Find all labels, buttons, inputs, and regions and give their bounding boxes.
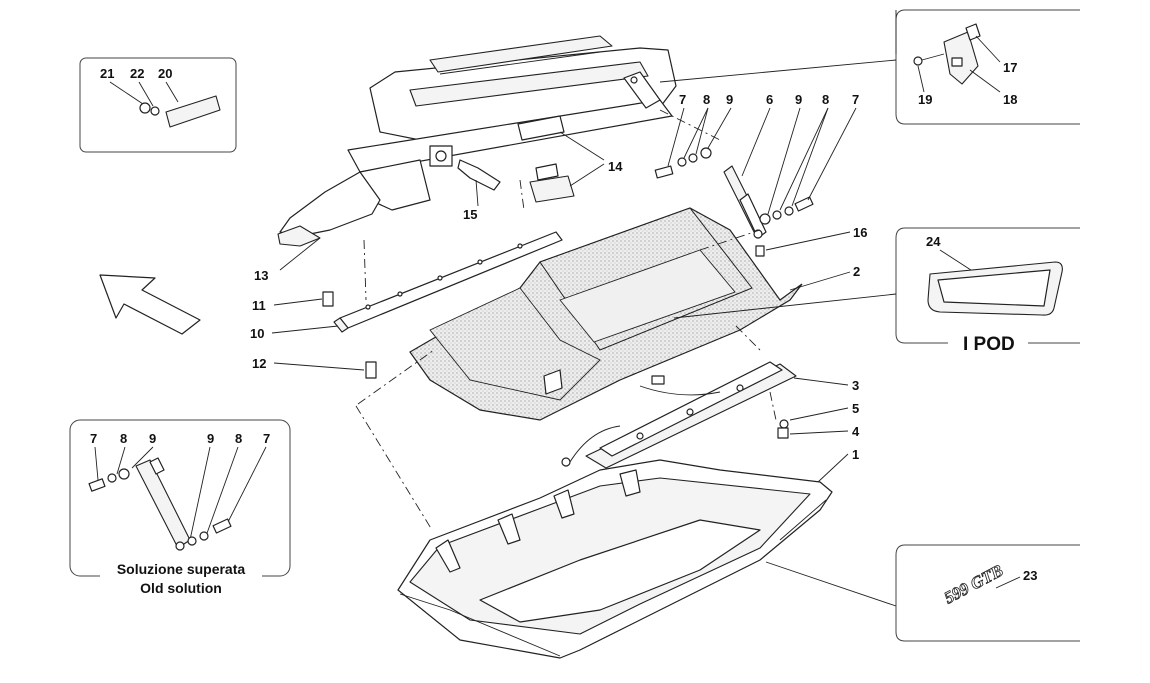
callout-1: 1 [852,447,859,462]
callout-13: 13 [254,268,268,283]
screw-11-icon [322,291,334,307]
washer-8-icon [107,473,117,483]
inset-frame [79,57,237,153]
gas-strut-old-icon [135,459,191,549]
callout-6: 6 [766,92,773,107]
upper-housing [277,35,677,247]
callout-4: 4 [852,424,860,439]
callout-8: 8 [703,92,710,107]
screw-12-icon [365,361,377,379]
screw-16-icon [755,245,765,257]
callout-16: 16 [853,225,867,240]
strut-end-icon [149,457,165,475]
callout-9: 9 [149,431,156,446]
lock-rail [561,361,797,469]
forward-arrow-icon [99,274,201,335]
callout-7: 7 [852,92,859,107]
caption-soluzione-superata: Soluzione superata [117,561,246,577]
badge-23-icon: 599 GTB [941,560,1007,608]
callout-21: 21 [100,66,114,81]
washer-9-icon [118,468,130,480]
screw-21-icon [139,102,151,114]
callout-18: 18 [1003,92,1017,107]
callout-8: 8 [235,431,242,446]
ipod-label: I POD [963,334,1015,355]
screw-19-icon [913,56,923,66]
washer-8-icon [772,210,782,220]
callout-14: 14 [608,159,623,174]
callout-12: 12 [252,356,266,371]
inset-frame [69,419,291,577]
inset-box-ipod: I POD 24 [895,227,1080,355]
washer-22-icon [150,106,160,116]
rail-bracket [322,231,563,379]
gas-strut-assembly [654,147,814,239]
screw-4-icon [777,427,789,439]
inset-frame [895,9,1080,125]
callout-2: 2 [853,264,860,279]
callout-22: 22 [130,66,144,81]
lock-pin-15-icon [457,159,501,191]
inset-box-old-solution: 7 8 9 9 8 7 Soluzione superata Old solut… [69,419,291,596]
washer-8-icon [677,157,687,167]
caption-bg [100,560,262,596]
washer-8-icon [688,153,698,163]
screw-7-icon [212,518,232,534]
caption-old-solution: Old solution [140,580,222,596]
callout-20: 20 [158,66,172,81]
callout-17: 17 [1003,60,1017,75]
inset-frame [895,227,1080,344]
callout-7: 7 [90,431,97,446]
callout-9: 9 [726,92,733,107]
callout-3: 3 [852,378,859,393]
inset-frame [895,544,1080,642]
callout-11: 11 [252,298,266,313]
callout-19: 19 [918,92,932,107]
hinge-13-icon [279,171,381,237]
housing-top-rail [409,61,649,107]
screw-7-icon [654,165,674,179]
screw-7-icon [794,196,814,212]
callout-9: 9 [207,431,214,446]
callout-7: 7 [263,431,270,446]
lens-20-icon [165,95,221,128]
switch-base-14-icon [529,175,575,203]
callout-8: 8 [120,431,127,446]
slot-icon [951,57,963,67]
callout-24: 24 [926,234,941,249]
callout-10: 10 [250,326,264,341]
washer-9-icon [759,213,771,225]
callout-23: 23 [1023,568,1037,583]
glovebox-liner [409,207,803,421]
callout-15: 15 [463,207,477,222]
svg-text:599 GTB: 599 GTB [941,561,1006,608]
screw-7-icon [88,478,106,492]
ipod-trim-inner [937,269,1051,307]
inset-box-badge: 23 599 GTB [895,544,1080,642]
callout-8: 8 [822,92,829,107]
inset-box-bracket: 17 18 19 [895,9,1080,125]
liner-slot [543,369,563,395]
cable [639,385,721,396]
washer-5-icon [779,419,789,429]
inset-box-lens: 21 22 20 [79,57,237,153]
switch-14-icon [517,115,565,141]
callout-7: 7 [679,92,686,107]
glovebox-door [397,459,833,659]
washer-9-icon [700,147,712,159]
washer-8-icon [784,206,794,216]
callout-9: 9 [795,92,802,107]
callout-5: 5 [852,401,859,416]
